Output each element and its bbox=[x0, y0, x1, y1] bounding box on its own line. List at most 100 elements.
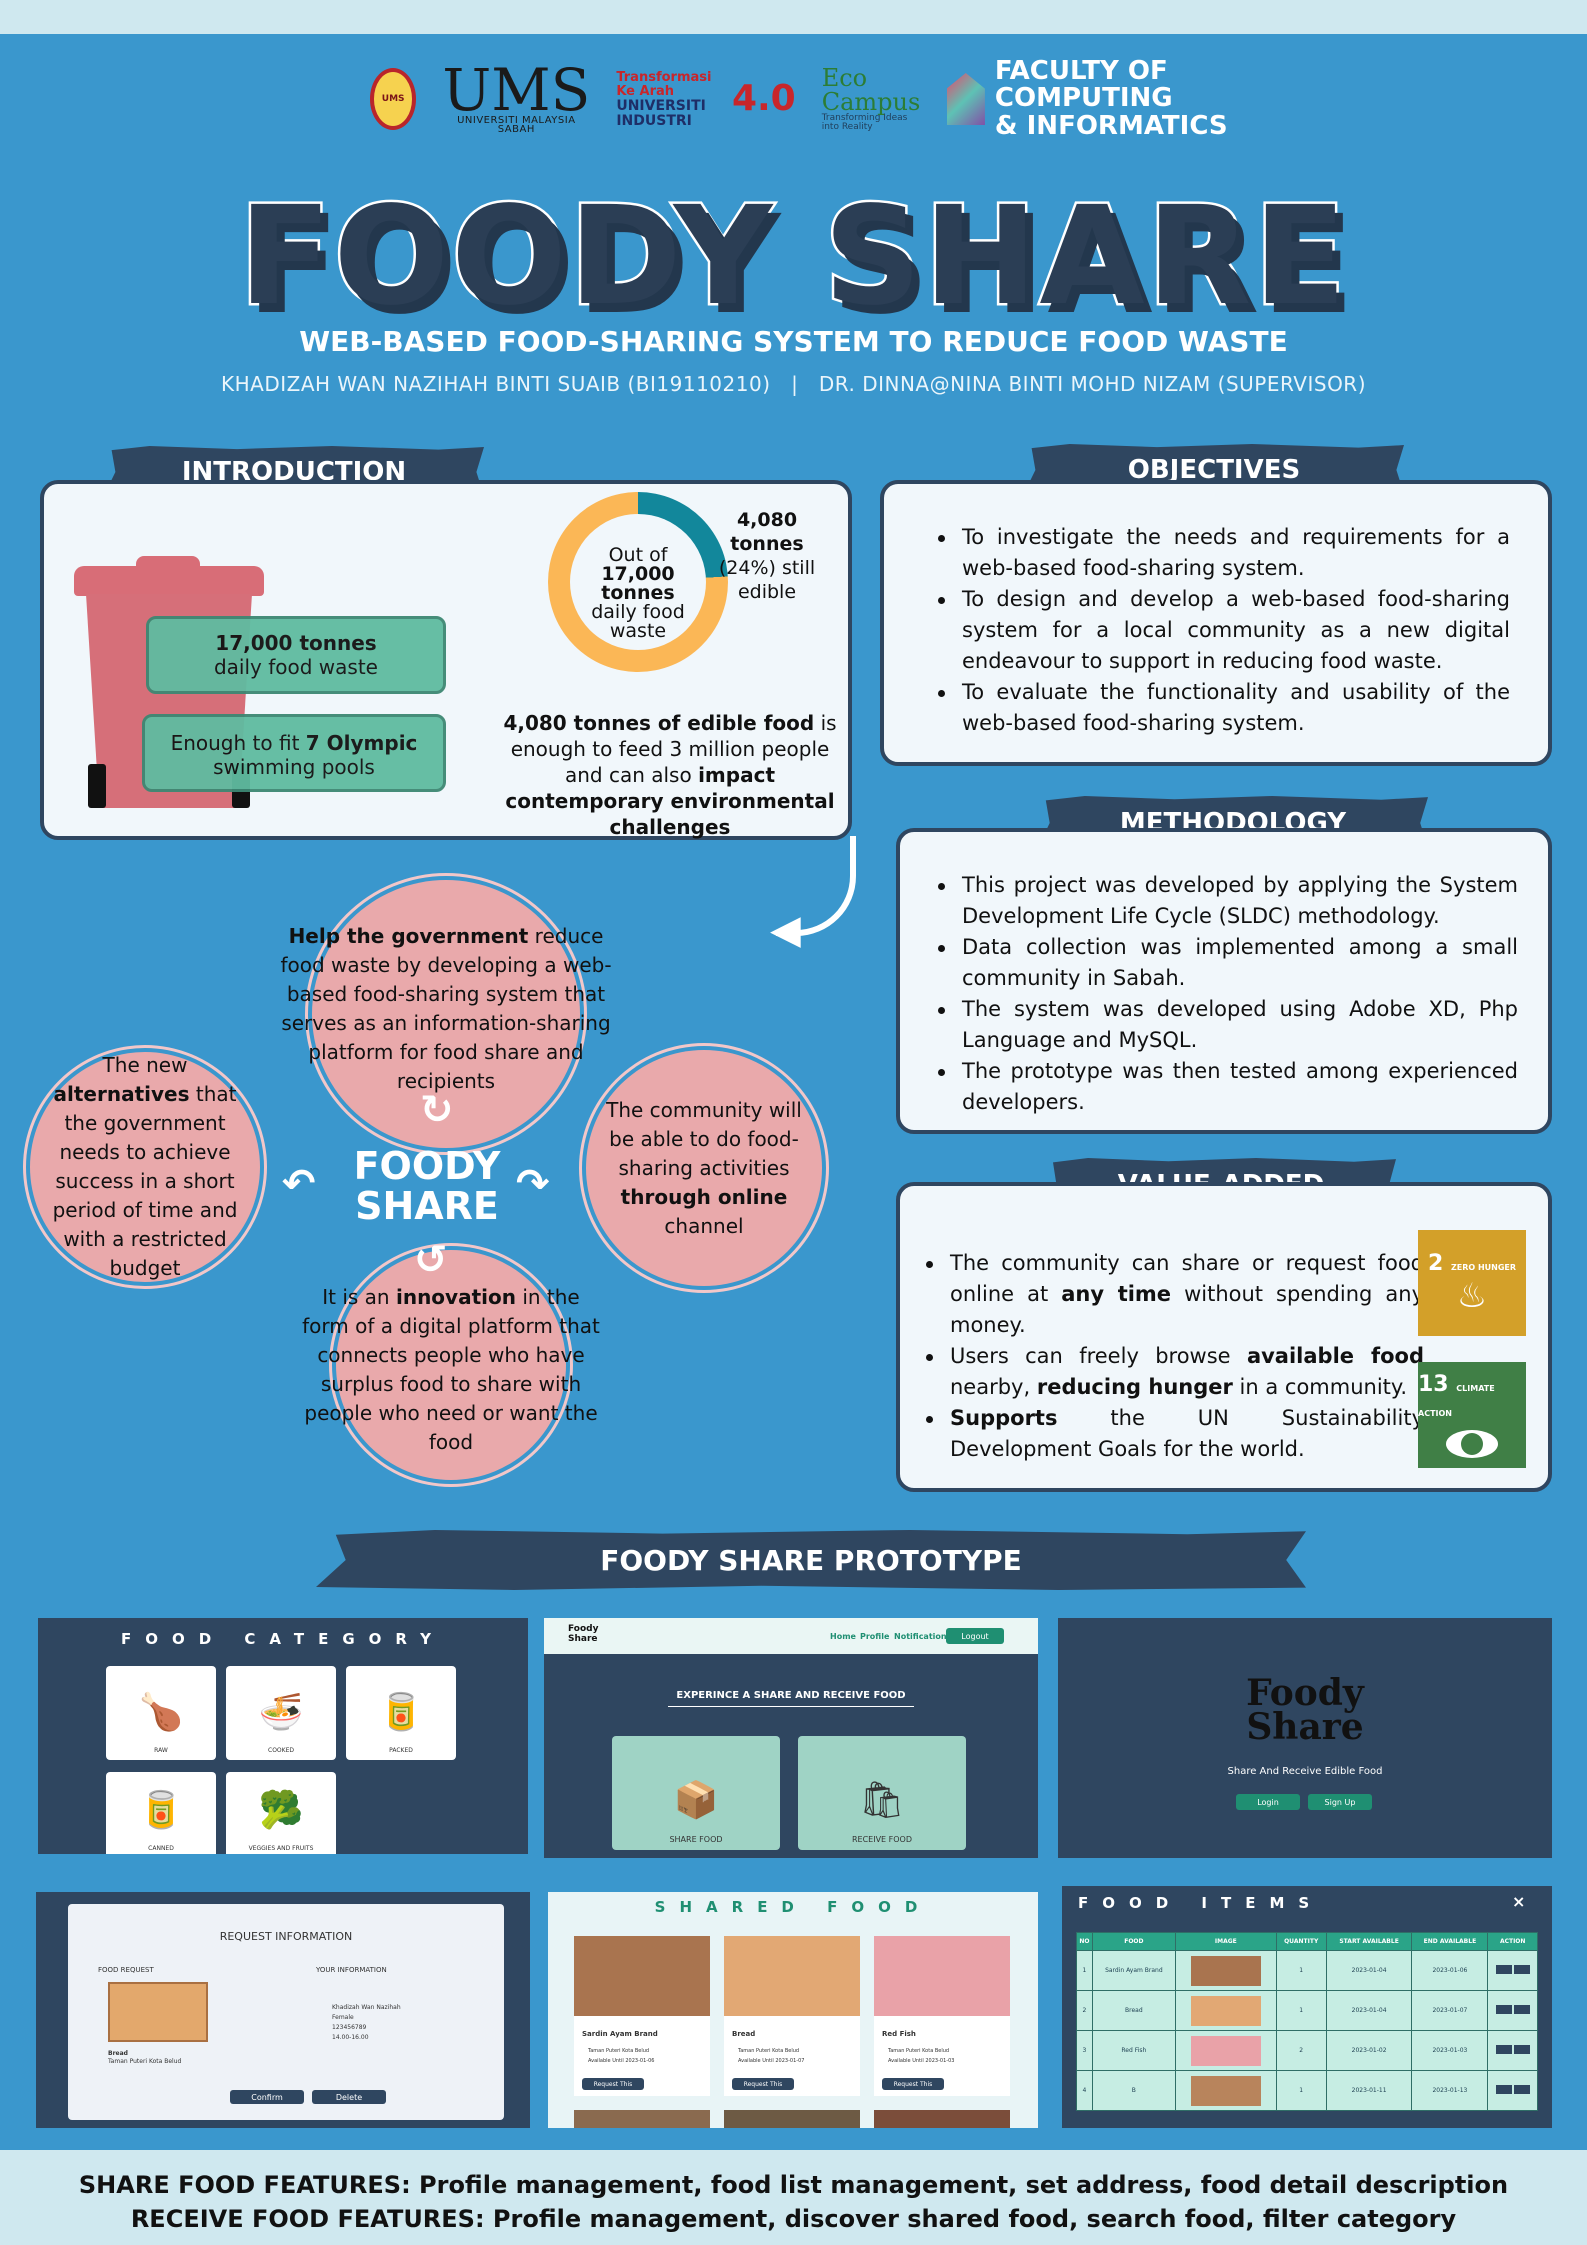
nav-home-link[interactable]: Home bbox=[830, 1632, 856, 1641]
food-card-name: Red Fish bbox=[882, 2030, 916, 2038]
four-point-zero-logo: 4.0 bbox=[731, 78, 796, 120]
nav-profile-link[interactable]: Profile bbox=[860, 1632, 890, 1641]
column-header: FOOD bbox=[1091, 1932, 1176, 1951]
receive-food-icon: 🛍 bbox=[859, 1780, 905, 1821]
receive-features-line: RECEIVE FOOD FEATURES: Profile managemen… bbox=[130, 2205, 1457, 2233]
food-thumbnail bbox=[1174, 1950, 1277, 1991]
screenshot-food-items: FOOD ITEMS × NO FOOD IMAGE QUANTITY STAR… bbox=[1062, 1886, 1552, 2128]
request-this-button[interactable]: Request This bbox=[582, 2078, 644, 2090]
shared-food-title: SHARED FOOD bbox=[654, 1898, 932, 1916]
food-items-table: NO FOOD IMAGE QUANTITY START AVAILABLE E… bbox=[1076, 1932, 1538, 2111]
cooked-food-icon: 🍜 bbox=[258, 1692, 304, 1733]
food-card-name: Sardin Ayam Brand bbox=[582, 2030, 658, 2038]
edible-food-donut-chart bbox=[548, 492, 728, 672]
packed-food-icon: 🥫 bbox=[378, 1692, 424, 1733]
table-cell: 1 bbox=[1275, 1990, 1327, 2031]
cycle-arrow-right-icon: ↷ bbox=[516, 1161, 550, 1207]
info-gender: Female bbox=[332, 2014, 354, 2021]
confirm-button[interactable]: Confirm bbox=[230, 2090, 304, 2104]
screenshot-food-category: FOOD CATEGORY 🍗RAW 🍜COOKED 🥫PACKED 🥫CANN… bbox=[38, 1618, 528, 1854]
food-image-bread bbox=[724, 1936, 860, 2016]
request-this-button[interactable]: Request This bbox=[732, 2078, 794, 2090]
methodology-item: This project was developed by applying t… bbox=[936, 870, 1518, 932]
home-logo: Foody Share bbox=[568, 1624, 599, 1644]
food-image-fish bbox=[874, 1936, 1010, 2016]
receive-food-card[interactable]: 🛍RECEIVE FOOD bbox=[798, 1736, 966, 1850]
food-card-partial bbox=[724, 2110, 860, 2128]
table-cell: 2023-01-11 bbox=[1325, 2070, 1413, 2111]
faculty-logo-icon bbox=[946, 73, 985, 125]
column-header: START AVAILABLE bbox=[1325, 1932, 1413, 1951]
category-tile-canned[interactable]: 🥫CANNED bbox=[106, 1772, 216, 1854]
objectives-card: To investigate the needs and requirement… bbox=[880, 480, 1552, 766]
table-cell: 2023-01-03 bbox=[1411, 2030, 1489, 2071]
cycle-arrow-up-icon: ↻ bbox=[420, 1087, 454, 1133]
request-title: REQUEST INFORMATION bbox=[219, 1930, 353, 1943]
features-footer: SHARE FOOD FEATURES: Profile management,… bbox=[0, 2168, 1587, 2236]
food-card-partial bbox=[574, 2110, 710, 2128]
column-header: QUANTITY bbox=[1275, 1932, 1327, 1951]
category-tile-cooked[interactable]: 🍜COOKED bbox=[226, 1666, 336, 1760]
category-tile-veggies[interactable]: 🥦VEGGIES AND FRUITS bbox=[226, 1772, 336, 1854]
table-cell: 2 bbox=[1275, 2030, 1327, 2071]
nav-notification-link[interactable]: Notification bbox=[894, 1632, 947, 1641]
table-cell: Bread bbox=[1091, 1990, 1176, 2031]
food-card-location: Taman Puteri Kota Belud bbox=[738, 2048, 800, 2054]
table-cell: 2023-01-04 bbox=[1325, 1950, 1413, 1991]
food-card-partial bbox=[874, 2110, 1010, 2128]
cycle-arrow-down-icon: ↺ bbox=[414, 1237, 448, 1283]
methodology-item: Data collection was implemented among a … bbox=[936, 932, 1518, 994]
table-cell: 3 bbox=[1076, 2030, 1093, 2071]
login-button[interactable]: Login bbox=[1236, 1794, 1300, 1810]
cycle-bubble-right: The community will be able to do food-sh… bbox=[586, 1050, 822, 1286]
table-cell: 2023-01-02 bbox=[1325, 2030, 1413, 2071]
cycle-bubble-bottom: It is an innovation in the form of a dig… bbox=[302, 1250, 600, 1480]
table-cell: B bbox=[1091, 2070, 1176, 2111]
row-actions[interactable] bbox=[1487, 2030, 1538, 2071]
your-info-label: YOUR INFORMATION bbox=[316, 1966, 387, 1974]
bottom-band bbox=[0, 2150, 1587, 2245]
food-card-location: Taman Puteri Kota Belud bbox=[888, 2048, 950, 2054]
table-cell: 1 bbox=[1076, 1950, 1093, 1991]
screenshot-shared-food: SHARED FOOD Sardin Ayam Brand Bread Red … bbox=[548, 1892, 1038, 2128]
info-time: 14.00-16.00 bbox=[332, 2034, 369, 2041]
food-card-name: Bread bbox=[732, 2030, 756, 2038]
table-cell: 1 bbox=[1275, 2070, 1327, 2111]
row-actions[interactable] bbox=[1487, 1950, 1538, 1991]
value-item: Supports the UN Sustainability Developme… bbox=[924, 1403, 1424, 1465]
screenshot-home: Foody Share Home Profile Notification Lo… bbox=[544, 1618, 1038, 1858]
column-header: NO bbox=[1076, 1932, 1093, 1951]
prototype-heading: FOODY SHARE PROTOTYPE bbox=[316, 1530, 1306, 1590]
headline-underline bbox=[668, 1706, 914, 1707]
delete-button[interactable]: Delete bbox=[312, 2090, 386, 2104]
row-actions[interactable] bbox=[1487, 1990, 1538, 2031]
veggies-icon: 🥦 bbox=[258, 1790, 304, 1831]
food-thumbnail bbox=[1174, 1990, 1277, 2031]
logout-button[interactable]: Logout bbox=[946, 1628, 1004, 1644]
request-item-name: Bread bbox=[108, 2050, 128, 2057]
value-item: The community can share or request food … bbox=[924, 1248, 1424, 1341]
methodology-item: The prototype was then tested among expe… bbox=[936, 1056, 1518, 1118]
share-food-icon: 📦 bbox=[673, 1780, 719, 1821]
row-actions[interactable] bbox=[1487, 2070, 1538, 2111]
authors-line: KHADIZAH WAN NAZIHAH BINTI SUAIB (BI1911… bbox=[220, 372, 1367, 396]
bin-wheel-left bbox=[88, 764, 106, 808]
close-icon[interactable]: × bbox=[1512, 1892, 1526, 1911]
table-header-row: NO FOOD IMAGE QUANTITY START AVAILABLE E… bbox=[1076, 1932, 1538, 1951]
category-tile-packed[interactable]: 🥫PACKED bbox=[346, 1666, 456, 1760]
signup-button[interactable]: Sign Up bbox=[1308, 1794, 1372, 1810]
request-this-button[interactable]: Request This bbox=[882, 2078, 944, 2090]
methodology-card: This project was developed by applying t… bbox=[896, 828, 1552, 1134]
category-tile-raw[interactable]: 🍗RAW bbox=[106, 1666, 216, 1760]
bread-thumbnail bbox=[108, 1982, 208, 2042]
food-card-until: Available Until 2023-01-03 bbox=[888, 2058, 955, 2064]
share-food-card[interactable]: 📦SHARE FOOD bbox=[612, 1736, 780, 1850]
